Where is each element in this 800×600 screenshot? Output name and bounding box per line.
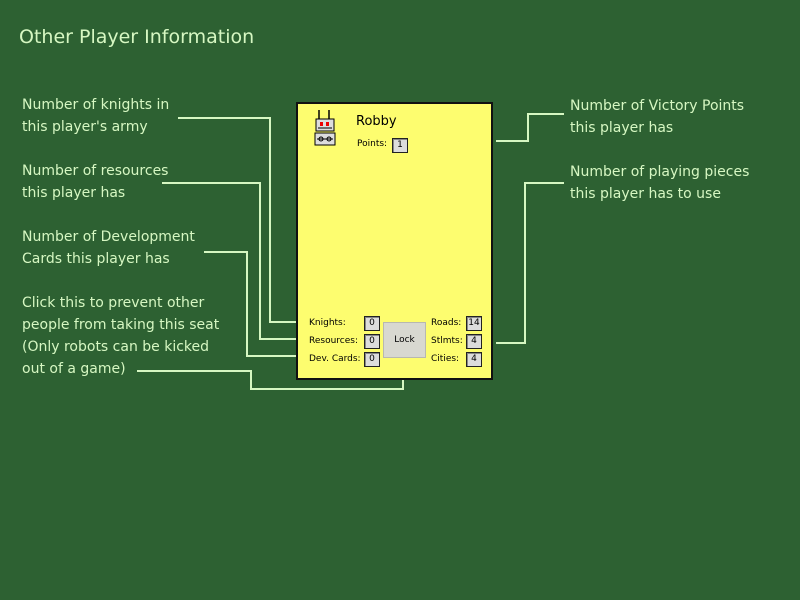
knights-value: 0 [364, 316, 380, 331]
devcards-label: Dev. Cards: [309, 354, 361, 364]
cities-label: Cities: [431, 354, 460, 364]
pieces-leader-line [496, 182, 564, 344]
page-title: Other Player Information [19, 26, 255, 48]
knights-annotation: Number of knights in this player's army [22, 97, 170, 135]
resources-label: Resources: [309, 336, 358, 346]
devcards-annotation: Number of Development Cards this player … [22, 229, 195, 267]
roads-label: Roads: [431, 318, 462, 328]
victory-points-annotation: Number of Victory Points this player has [570, 98, 745, 136]
devcards-leader-line [204, 251, 308, 357]
resources-value: 0 [364, 334, 380, 349]
player-panel: Robby Points: 1 Knights: 0 Resources: 0 … [296, 102, 493, 380]
resources-annotation: Number of resources this player has [22, 163, 169, 201]
knights-label: Knights: [309, 318, 346, 328]
lock-button[interactable]: Lock [383, 322, 426, 358]
player-name: Robby [356, 114, 397, 129]
resources-leader-line [162, 182, 308, 340]
roads-value: 14 [466, 316, 482, 331]
robot-icon [314, 110, 336, 146]
victory-leader-line [496, 113, 564, 142]
lock-annotation: Click this to prevent other people from … [22, 295, 220, 377]
points-label: Points: [357, 139, 388, 149]
devcards-value: 0 [364, 352, 380, 367]
settlements-value: 4 [466, 334, 482, 349]
knights-leader-line [178, 117, 308, 323]
settlements-label: Stlmts: [431, 336, 463, 346]
pieces-annotation: Number of playing pieces this player has… [570, 164, 750, 202]
lock-leader-line [137, 370, 404, 390]
points-value: 1 [392, 138, 408, 153]
cities-value: 4 [466, 352, 482, 367]
